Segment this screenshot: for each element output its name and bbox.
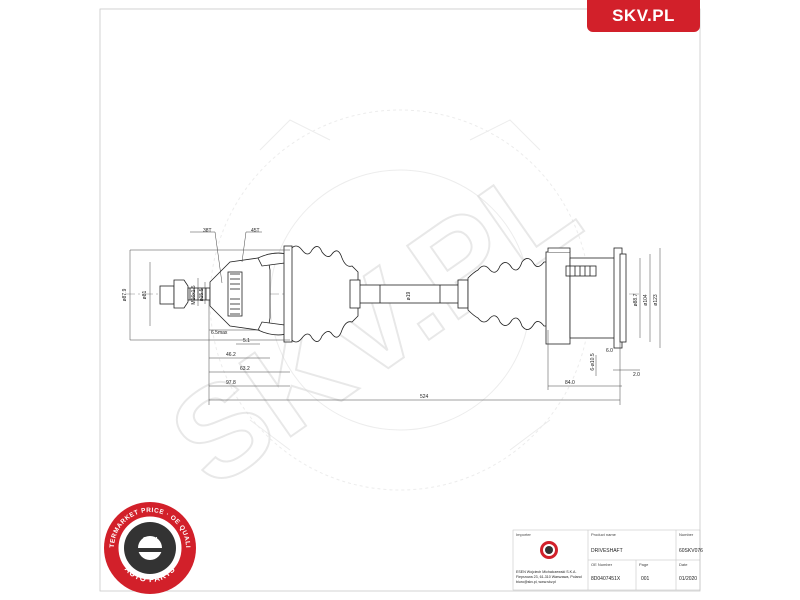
outer-cv-joint [209, 252, 293, 336]
inner-cv-joint [545, 247, 627, 349]
dim-123: ø123 [653, 294, 659, 306]
badge-center: SKV [143, 537, 158, 544]
dim-45t: 45T [251, 228, 260, 234]
brand-logo: SKV.PL [587, 0, 700, 32]
importer-label: Importer [516, 532, 531, 537]
page-number: 001 [641, 576, 650, 582]
title-block: Importer ESEN Wojciech Michalczewski S.K… [513, 530, 703, 590]
page-label: Page [639, 562, 649, 567]
number-label: Number [679, 532, 694, 537]
dim-6-5: 6.5max [211, 330, 228, 336]
dim-total: 524 [420, 394, 429, 400]
dim-15-5: ø15.5 [199, 288, 205, 301]
shaft [349, 279, 469, 309]
dim-104: ø104 [643, 294, 649, 306]
dim-5-1: 5.1 [243, 338, 250, 344]
dim-2-0: 2.0 [633, 372, 640, 378]
dim-81: ø81 [142, 290, 148, 299]
dim-6x: 6-ø10.5 [590, 353, 596, 370]
date-label: Date [679, 562, 688, 567]
part-number: 60SKV076 [679, 548, 703, 554]
dim-97-8: 97.8 [226, 380, 236, 386]
dimension-lines [129, 231, 661, 405]
product-name: DRIVESHAFT [591, 548, 623, 554]
outer-boot [283, 245, 359, 343]
dim-m16: M16x1.5 [191, 285, 197, 304]
oe-number: 8D0407451X [591, 576, 621, 582]
dim-shaft: ø19 [406, 291, 412, 300]
dim-38t: 38T [203, 228, 212, 234]
dim-46-2: 46.2 [226, 352, 236, 358]
date-value: 01/2020 [679, 576, 698, 582]
importer-web: biuro@skv.pl, www.skv.pl [516, 580, 557, 584]
product-name-label: Product name [591, 532, 616, 537]
title-block-logo [540, 541, 558, 559]
title-block-grid [512, 529, 701, 591]
inner-boot [467, 258, 549, 330]
oe-label: OE Number [591, 562, 613, 567]
bolt [159, 279, 211, 309]
dim-63-2: 63.2 [240, 366, 250, 372]
importer-addr: Fieprzowa 23, 61-310 Warszawa, Poland [516, 575, 582, 579]
drawing-frame [99, 8, 701, 592]
dim-88-7: ø88.7 [633, 293, 639, 306]
dim-84: 84.0 [565, 380, 575, 386]
importer-text: ESEN Wojciech Michalczewski S.K.A. [516, 570, 577, 574]
dim-87-9: ø87.9 [122, 288, 128, 301]
dim-6-0: 6.0 [606, 348, 613, 354]
quality-badge: AFTERMARKET PRICE · OE QUALITY AUTO PART… [100, 498, 196, 594]
